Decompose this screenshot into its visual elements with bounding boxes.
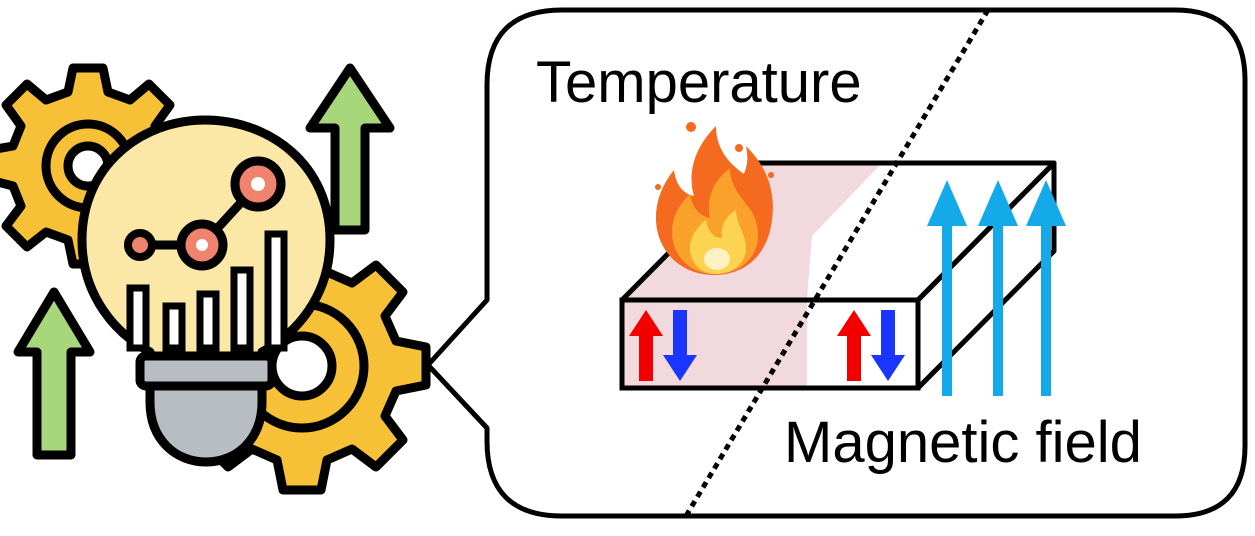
fire-icon (655, 122, 774, 275)
spin-up-arrow-icon (629, 310, 663, 381)
field-arrow-icon (927, 180, 967, 396)
spin-down-arrow-icon (663, 310, 697, 381)
field-arrow-icon (978, 180, 1018, 396)
spin-up-arrow-icon (837, 310, 871, 381)
spin-down-arrow-icon (871, 310, 905, 381)
chart-node (124, 229, 156, 261)
spin-pair (629, 310, 697, 381)
field-arrow-icon (1026, 180, 1066, 396)
spin-pair (837, 310, 905, 381)
temperature-label: Temperature (536, 50, 862, 115)
up-arrow-icon (13, 287, 95, 460)
magnetic-field-label: Magnetic field (784, 410, 1142, 475)
chart-bars (126, 230, 288, 352)
idea-growth-icon (0, 63, 431, 495)
up-arrow-icon (305, 63, 395, 235)
lightbulb-base (135, 351, 277, 467)
